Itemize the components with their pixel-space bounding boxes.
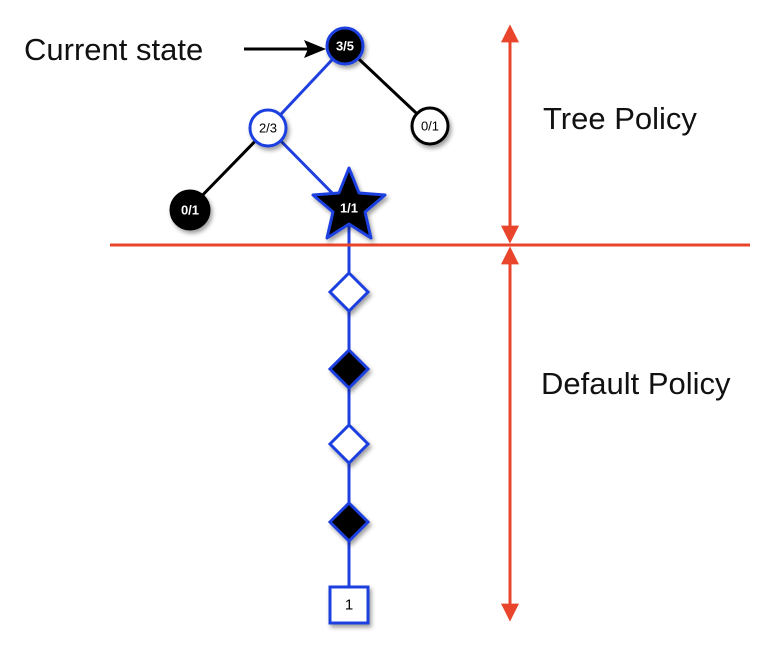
star-icon <box>311 166 387 240</box>
simulation-step-2-diamond-icon <box>327 347 371 391</box>
right-child-node: 0/1 <box>410 106 450 146</box>
expanded-star-node: 1/1 <box>311 166 387 240</box>
left-child-node-label: 2/3 <box>259 121 277 136</box>
root-node: 3/5 <box>325 26 365 66</box>
left-grandchild-node-label: 0/1 <box>181 203 199 218</box>
expanded-star-node-label: 1/1 <box>340 201 358 216</box>
root-node-label: 3/5 <box>336 39 354 54</box>
tree-policy-label: Tree Policy <box>543 101 697 136</box>
current-state-label: Current state <box>24 32 203 67</box>
simulation-step-1-diamond-icon <box>327 270 371 314</box>
simulation-step-3-diamond-icon <box>327 422 371 466</box>
terminal-node-label: 1 <box>345 597 353 614</box>
default-policy-label: Default Policy <box>541 366 731 401</box>
right-child-node-label: 0/1 <box>421 119 439 134</box>
left-grandchild-node: 0/1 <box>169 189 211 231</box>
simulation-step-4-diamond-icon <box>327 500 371 544</box>
current-state-arrowhead <box>304 40 326 58</box>
left-child-node: 2/3 <box>248 108 288 148</box>
terminal-node: 1 <box>328 585 370 625</box>
